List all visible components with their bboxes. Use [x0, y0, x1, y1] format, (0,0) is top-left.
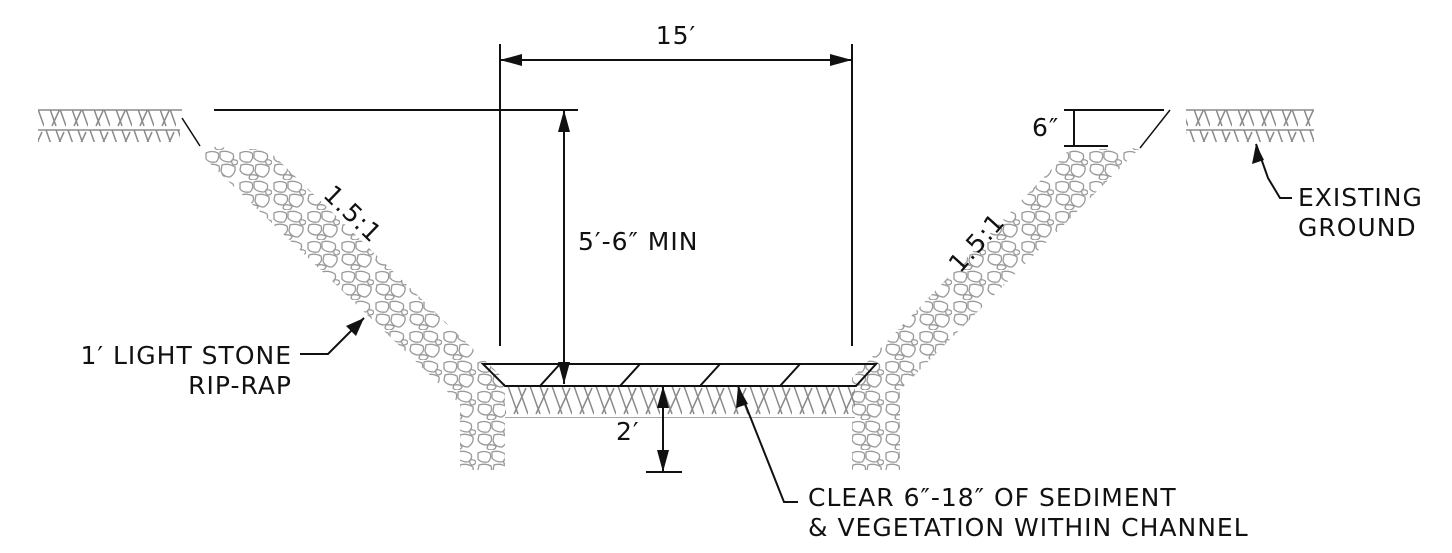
existing-ground-right	[1186, 109, 1314, 142]
clear-sediment-leader	[736, 385, 798, 503]
right-slope-riprap	[852, 109, 1171, 470]
existing-ground-left	[38, 109, 182, 142]
depth-dimension	[214, 109, 578, 384]
depth-label: 5′-6″ MIN	[578, 227, 698, 256]
freeboard-label: 6″	[1032, 113, 1059, 142]
existing-ground-label-line2: GROUND	[1298, 213, 1417, 242]
existing-ground-leader	[1252, 143, 1292, 199]
riprap-label-line2: RIP-RAP	[188, 371, 292, 400]
clear-sediment-label-line2: & VEGETATION WITHIN CHANNEL	[808, 513, 1249, 542]
existing-ground-label-line1: EXISTING	[1298, 183, 1423, 212]
toe-depth-dimension	[646, 386, 682, 473]
toe-depth-label: 2′	[616, 417, 640, 446]
freeboard-dimension	[1064, 109, 1164, 147]
riprap-leader	[300, 317, 365, 355]
clear-sediment-label-line1: CLEAR 6″-18″ OF SEDIMENT	[808, 483, 1177, 512]
top-width-label: 15′	[656, 21, 697, 50]
left-slope-riprap	[181, 117, 505, 470]
top-width-dimension	[499, 44, 853, 346]
sediment-layer	[480, 363, 879, 387]
riprap-label-line1: 1′ LIGHT STONE	[80, 341, 292, 370]
channel-bottom-earth	[505, 386, 855, 418]
